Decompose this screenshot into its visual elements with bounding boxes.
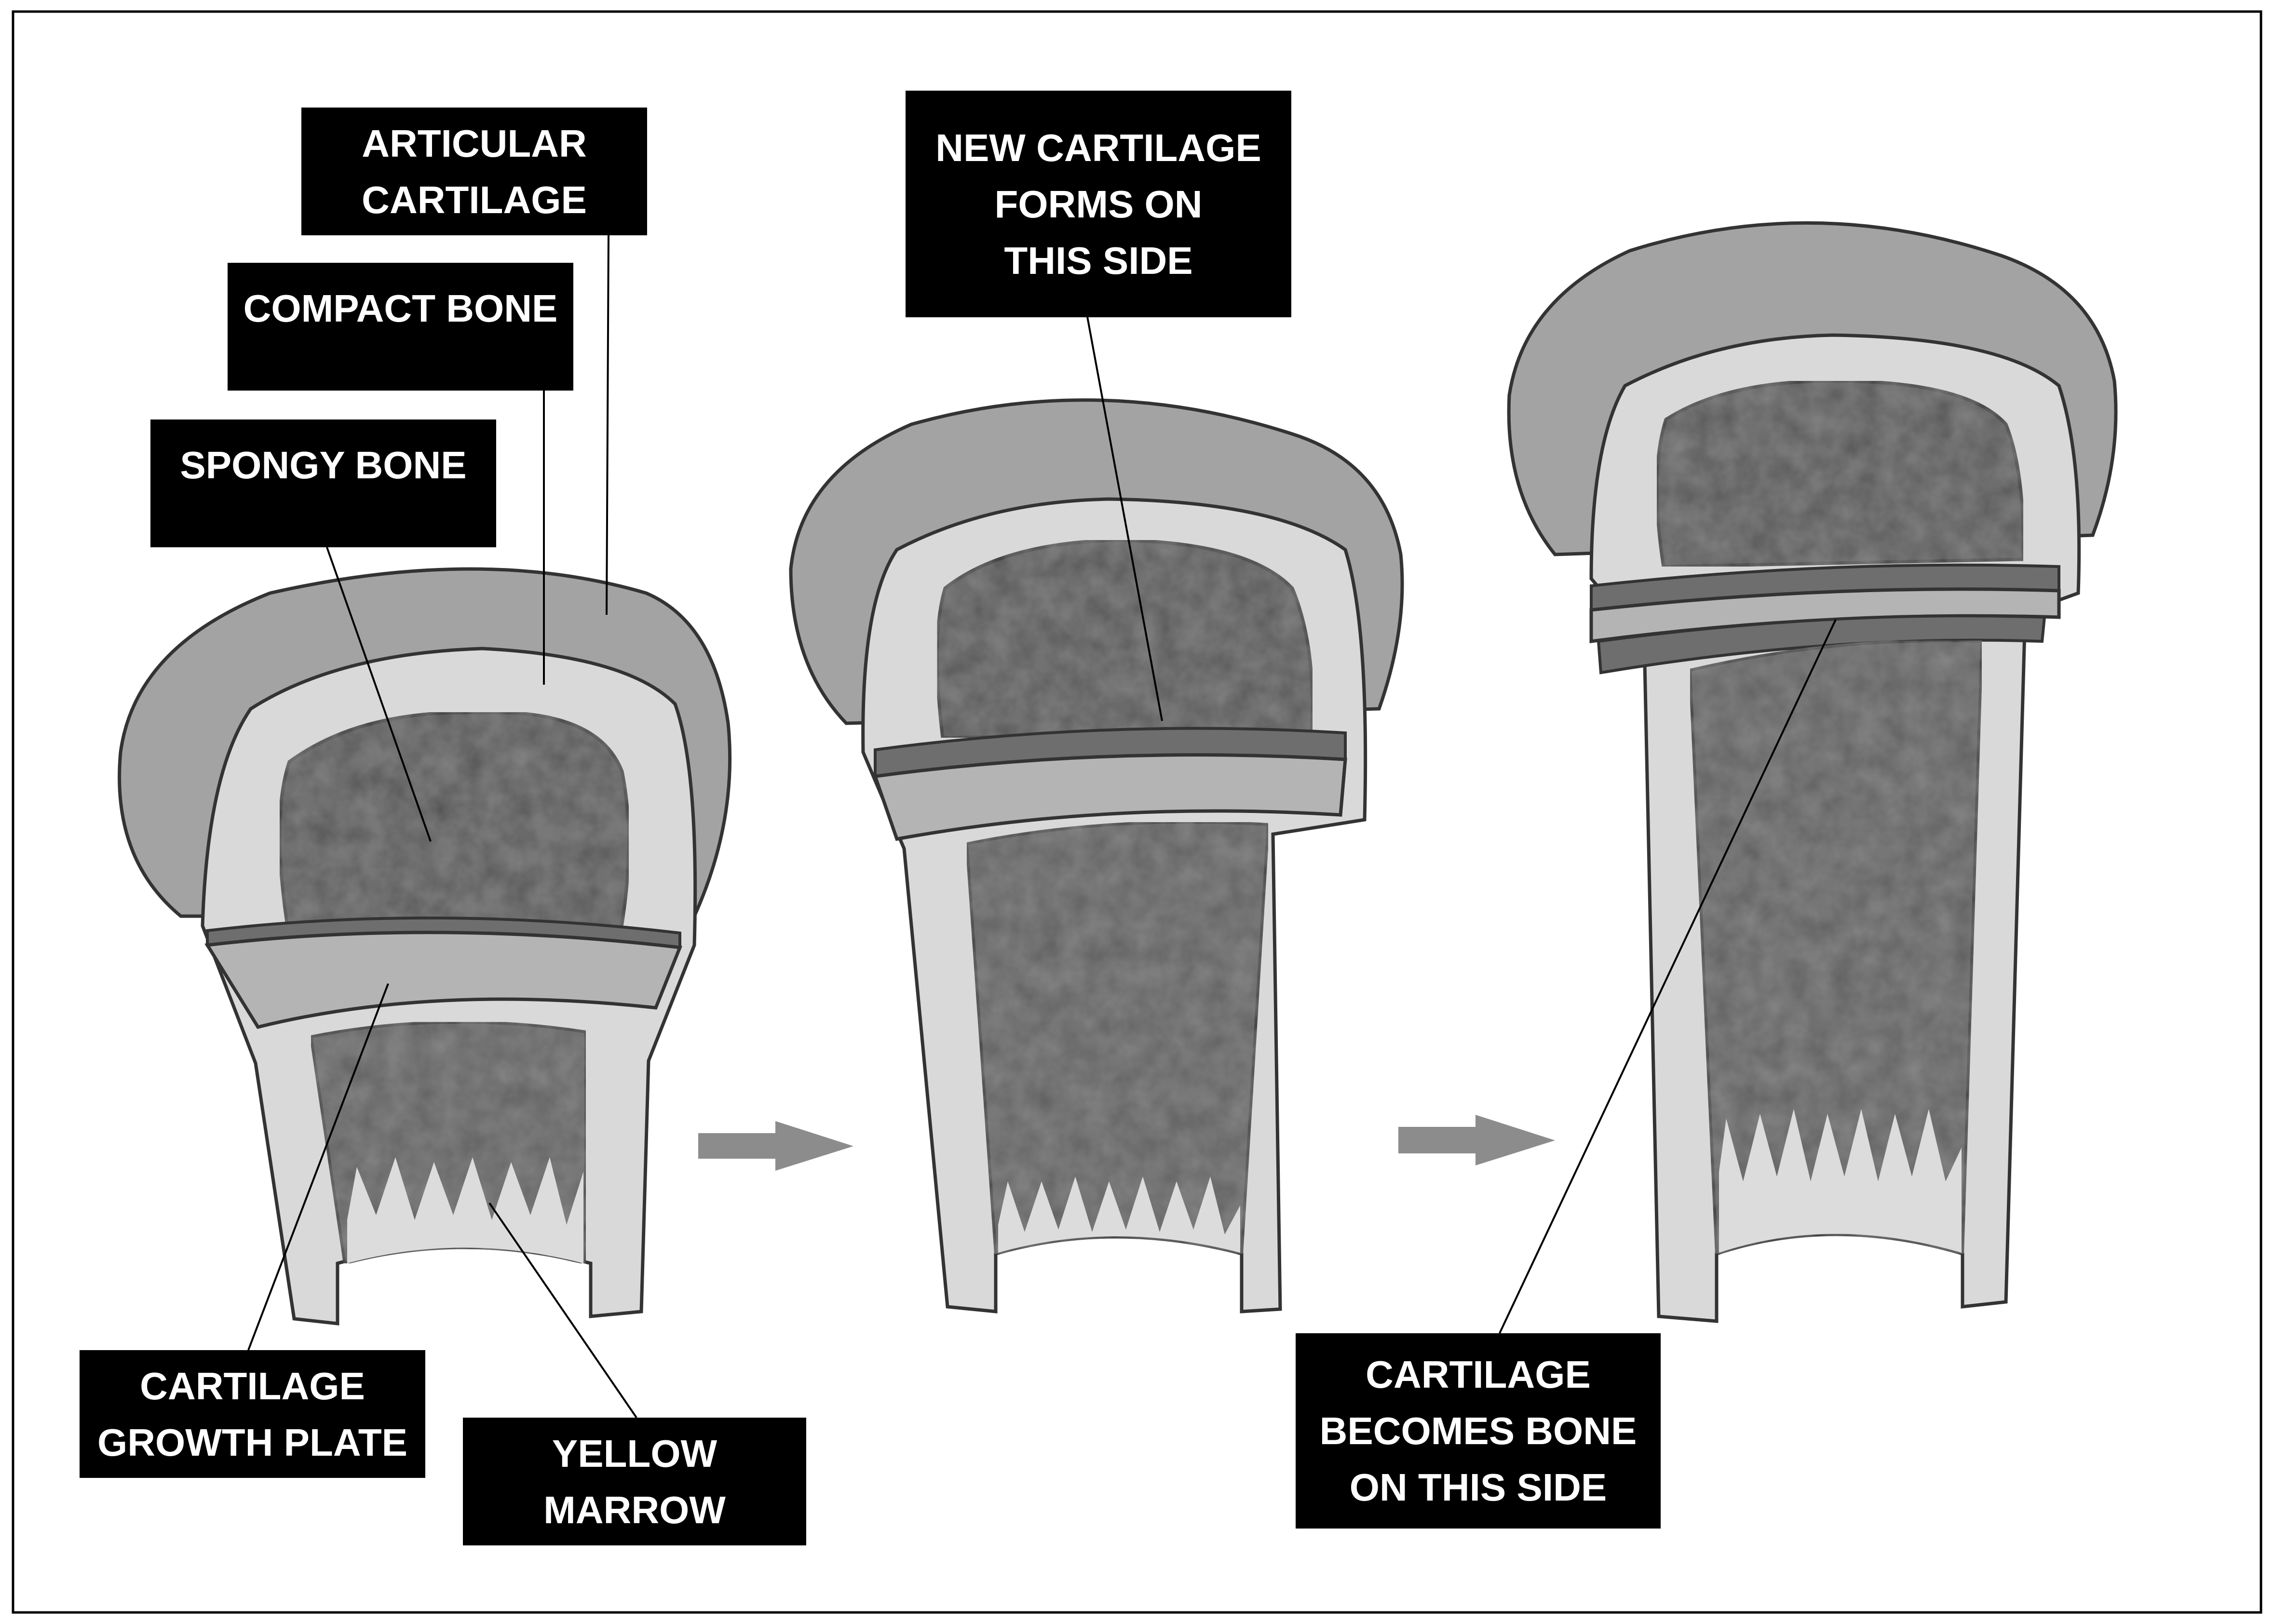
label-becomes-bone-line-2: BECOMES BONE — [1296, 1403, 1661, 1459]
label-growth-plate-line-1: CARTILAGE — [80, 1358, 425, 1414]
stage-1-spongy-bone — [280, 712, 629, 938]
label-yellow-marrow: YELLOW MARROW — [463, 1418, 806, 1545]
label-articular-cartilage-line-2: CARTILAGE — [301, 172, 647, 228]
label-articular-cartilage: ARTICULAR CARTILAGE — [301, 108, 647, 235]
label-new-cartilage: NEW CARTILAGE FORMS ON THIS SIDE — [906, 91, 1291, 317]
label-growth-plate: CARTILAGE GROWTH PLATE — [80, 1350, 425, 1478]
label-yellow-marrow-line-2: MARROW — [463, 1482, 806, 1538]
label-articular-cartilage-line-1: ARTICULAR — [301, 115, 647, 172]
label-spongy-bone: SPONGY BONE — [150, 420, 496, 547]
label-becomes-bone-line-1: CARTILAGE — [1296, 1346, 1661, 1403]
label-spongy-bone-line-1: SPONGY BONE — [150, 437, 496, 493]
label-becomes-bone: CARTILAGE BECOMES BONE ON THIS SIDE — [1296, 1333, 1661, 1529]
stage-2-marrow-cavity — [967, 822, 1268, 1254]
stage-2-spongy-bone — [937, 540, 1313, 738]
label-new-cartilage-line-1: NEW CARTILAGE — [906, 120, 1291, 176]
stage-3-spongy-bone — [1657, 381, 2023, 567]
label-growth-plate-line-2: GROWTH PLATE — [80, 1414, 425, 1471]
leader-articular-cartilage — [607, 235, 609, 615]
label-becomes-bone-line-3: ON THIS SIDE — [1296, 1459, 1661, 1516]
stage-3-bone — [1509, 223, 2116, 1321]
label-compact-bone-line-1: COMPACT BONE — [228, 280, 573, 337]
stage-1-bone — [120, 569, 730, 1324]
arrow-stage-2-to-3 — [1398, 1115, 1555, 1165]
stage-2-bone — [791, 400, 1402, 1312]
arrow-stage-1-to-2 — [698, 1121, 853, 1171]
label-new-cartilage-line-2: FORMS ON — [906, 176, 1291, 232]
label-compact-bone: COMPACT BONE — [228, 263, 573, 391]
label-new-cartilage-line-3: THIS SIDE — [906, 232, 1291, 289]
label-yellow-marrow-line-1: YELLOW — [463, 1425, 806, 1482]
